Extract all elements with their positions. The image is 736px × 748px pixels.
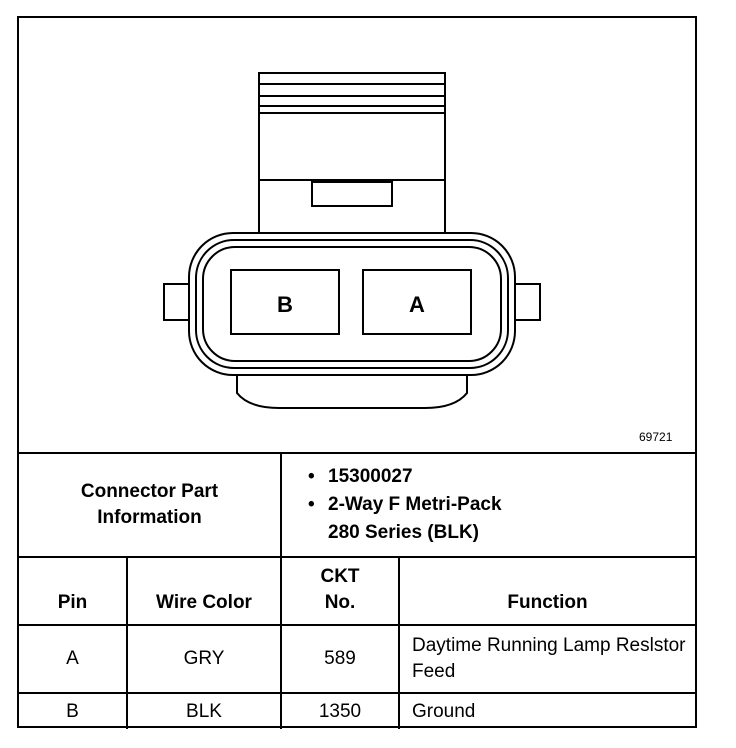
left-ear	[163, 283, 190, 321]
row-b-ckt: 1350	[280, 692, 400, 729]
connector-face-outer	[188, 232, 516, 376]
col-pin: Pin	[19, 556, 128, 626]
row-b-wire-color: BLK	[126, 692, 282, 729]
col-function: Function	[397, 556, 696, 626]
row-a-function: Daytime Running Lamp Reslstor Feed	[397, 624, 696, 694]
col-wire-color: Wire Color	[126, 556, 282, 626]
part-info-label-text: Connector Part Information	[80, 481, 219, 528]
col-ckt: CKT No.	[280, 556, 400, 626]
row-a-wire-color: GRY	[126, 624, 282, 694]
cavity-b	[230, 269, 340, 335]
pin-b-label: B	[277, 292, 293, 317]
connector-drawing: B A	[163, 72, 541, 409]
connector-frame: B A 69721 Connector Part Information • 15…	[17, 16, 697, 729]
col-ckt-line1: CKT	[320, 566, 360, 587]
row-a-ckt: 589	[280, 624, 400, 694]
part-description-2: 280 Series (BLK)	[328, 522, 480, 543]
housing-body	[258, 112, 446, 234]
table-row: A GRY 589 Daytime Running Lamp Reslstor …	[19, 624, 696, 694]
connector-info-table: Connector Part Information • 15300027 • 2-…	[19, 452, 696, 729]
table-row: B BLK 1350 Ground	[19, 692, 696, 729]
row-b-function: Ground	[397, 692, 696, 729]
part-description-1: 2-Way F Metri-Pack	[328, 494, 502, 515]
cavity-a	[362, 269, 472, 335]
latch-tab	[311, 181, 393, 207]
figure-id: 69721	[639, 430, 673, 444]
part-info-label: Connector Part Information	[19, 452, 282, 558]
row-a-pin: A	[19, 624, 128, 694]
bullet-icon: •	[308, 494, 315, 515]
part-info-row: Connector Part Information • 15300027 • 2-…	[19, 452, 696, 558]
part-number: 15300027	[328, 466, 413, 487]
bullet-icon: •	[308, 466, 315, 487]
right-ear	[514, 283, 541, 321]
row-b-pin: B	[19, 692, 128, 729]
bottom-lip	[236, 375, 468, 409]
column-header-row: Pin Wire Color CKT No. Function	[19, 556, 696, 626]
pin-a-label: A	[409, 292, 425, 317]
col-ckt-line2: No.	[324, 592, 356, 613]
part-info-values: • 15300027 • 2-Way F Metri-Pack 280 Series…	[279, 452, 696, 558]
